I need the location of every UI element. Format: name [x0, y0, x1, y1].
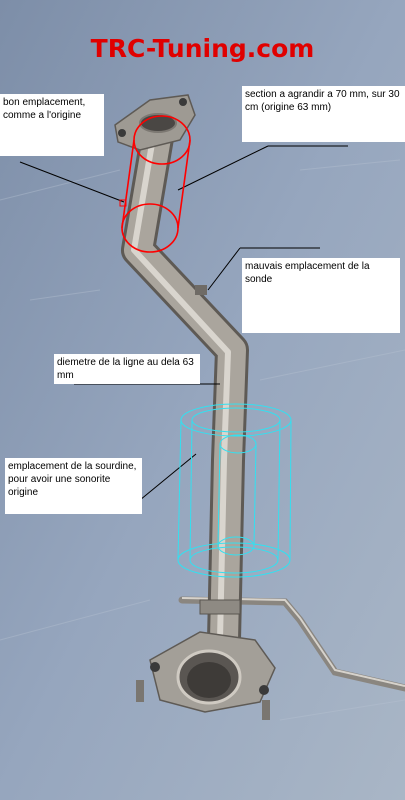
red-section-highlight: [121, 115, 191, 253]
brand-logo-text: TRC-Tuning.com: [90, 34, 315, 63]
annotation-diameter: diemetre de la ligne au dela 63 mm: [54, 354, 200, 384]
top-flange-bolt-right: [179, 98, 187, 106]
red-marker-square: [119, 199, 127, 207]
stud-right: [262, 700, 270, 720]
annotation-silencer-location: emplacement de la sourdine, pour avoir u…: [5, 458, 142, 514]
exhaust-pipe-body: [124, 106, 246, 654]
annotation-section-enlarge: section a agrandir a 70 mm, sur 30 cm (o…: [242, 86, 405, 142]
bottom-flange-bolt-right: [259, 685, 269, 695]
hanger-rod-highlight: [181, 597, 405, 687]
cyan-silencer-highlight: [177, 403, 292, 578]
bottom-pipe-inner: [187, 662, 231, 698]
floor-texture: [0, 159, 405, 721]
stud-left: [136, 680, 144, 702]
bottom-flange-bolt-left: [150, 662, 160, 672]
sensor-bung: [195, 285, 207, 295]
hanger-rod: [178, 596, 405, 692]
top-flange-bolt-left: [118, 129, 126, 137]
annotation-bad-sensor-location: mauvais emplacement de la sonde: [242, 258, 400, 333]
clamp-spring: [199, 599, 241, 615]
annotation-good-location: bon emplacement, comme a l'origine: [0, 94, 104, 156]
exhaust-pipe-shine: [131, 117, 231, 643]
annotation-pointers: [19, 145, 348, 513]
